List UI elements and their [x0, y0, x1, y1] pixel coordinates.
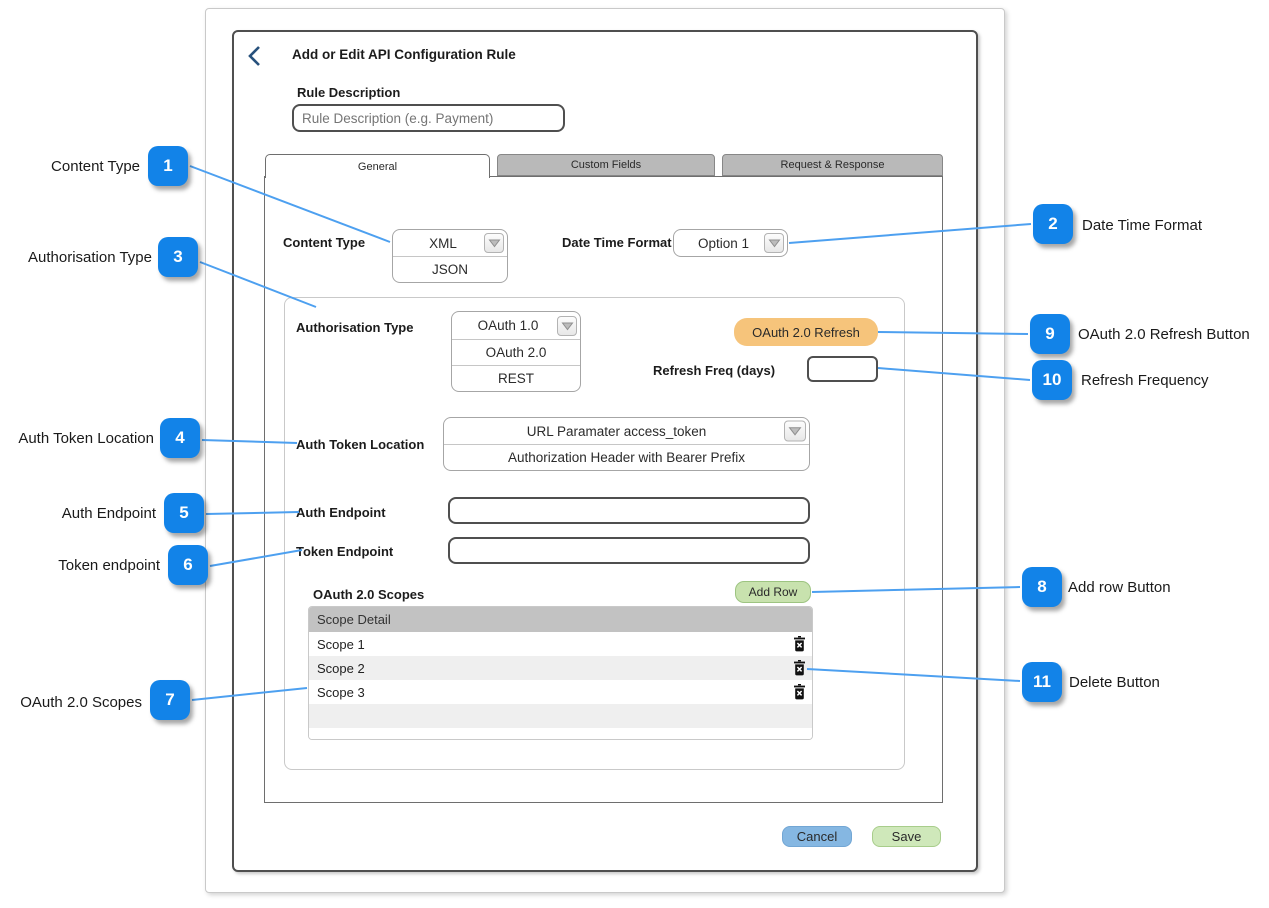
- callout-label-9: OAuth 2.0 Refresh Button: [1078, 326, 1250, 343]
- scope-row-empty-1: [309, 704, 812, 728]
- callout-label-2: Date Time Format: [1082, 217, 1203, 234]
- dialog-title: Add or Edit API Configuration Rule: [292, 47, 516, 62]
- scopes-table-header: Scope Detail: [309, 607, 812, 632]
- callout-badge-9: 9: [1030, 314, 1070, 354]
- callout-label-4: Auth Token Location: [18, 430, 154, 447]
- authorisation-type-dropdown-arrow-icon[interactable]: [557, 315, 577, 336]
- authorisation-type-value: OAuth 1.0: [477, 318, 539, 333]
- oauth-scopes-title: OAuth 2.0 Scopes: [313, 587, 425, 602]
- authorisation-group-box: [284, 297, 905, 770]
- authorisation-type-dropdown: OAuth 1.0 OAuth 2.0 REST: [451, 311, 581, 392]
- delete-row-3-button[interactable]: [793, 684, 806, 700]
- callout-label-10: Refresh Frequency: [1081, 372, 1209, 389]
- date-time-format-dropdown-arrow-icon[interactable]: [764, 233, 784, 253]
- token-endpoint-label: Token Endpoint: [296, 544, 394, 559]
- callout-badge-6: 6: [168, 545, 208, 585]
- date-time-format-value: Option 1: [697, 235, 750, 251]
- auth-endpoint-label: Auth Endpoint: [296, 505, 386, 520]
- auth-token-location-dropdown-arrow-icon[interactable]: [784, 420, 806, 442]
- callout-badge-8: 8: [1022, 567, 1062, 607]
- add-row-button[interactable]: Add Row: [735, 581, 811, 603]
- callout-badge-1: 1: [148, 146, 188, 186]
- callout-badge-5: 5: [164, 493, 204, 533]
- token-endpoint-input[interactable]: [448, 537, 810, 564]
- refresh-freq-label: Refresh Freq (days): [653, 363, 776, 378]
- back-button[interactable]: [246, 45, 264, 67]
- date-time-format-selected[interactable]: Option 1: [674, 230, 787, 256]
- cancel-button[interactable]: Cancel: [782, 826, 852, 847]
- scope-row-3-text: Scope 3: [317, 684, 365, 700]
- date-time-format-dropdown: Option 1: [673, 229, 788, 257]
- rule-description-input[interactable]: [292, 104, 565, 132]
- callout-label-7: OAuth 2.0 Scopes: [20, 694, 142, 711]
- refresh-freq-input[interactable]: [807, 356, 878, 382]
- content-type-label: Content Type: [283, 235, 366, 250]
- authorisation-type-option-rest[interactable]: REST: [452, 365, 580, 391]
- auth-token-location-option-bearer[interactable]: Authorization Header with Bearer Prefix: [444, 444, 809, 470]
- callout-badge-10: 10: [1032, 360, 1072, 400]
- scope-row-1-text: Scope 1: [317, 636, 365, 652]
- callout-badge-11: 11: [1022, 662, 1062, 702]
- tab-custom-fields[interactable]: Custom Fields: [497, 154, 715, 176]
- auth-endpoint-input[interactable]: [448, 497, 810, 524]
- delete-row-2-button[interactable]: [793, 660, 806, 676]
- auth-token-location-selected[interactable]: URL Paramater access_token: [444, 418, 809, 444]
- callout-label-11: Delete Button: [1069, 674, 1160, 691]
- oauth-refresh-button[interactable]: OAuth 2.0 Refresh: [734, 318, 878, 346]
- content-type-option-json[interactable]: JSON: [393, 256, 507, 282]
- callout-badge-4: 4: [160, 418, 200, 458]
- scope-row-3: Scope 3: [309, 680, 812, 704]
- callout-badge-2: 2: [1033, 204, 1073, 244]
- content-type-dropdown-arrow-icon[interactable]: [484, 233, 504, 253]
- save-button[interactable]: Save: [872, 826, 941, 847]
- tab-general[interactable]: General: [265, 154, 490, 178]
- callout-badge-3: 3: [158, 237, 198, 277]
- scope-row-empty-2: [309, 728, 812, 739]
- chevron-left-icon: [246, 45, 264, 67]
- scope-row-2-text: Scope 2: [317, 660, 365, 676]
- scope-row-2: Scope 2: [309, 656, 812, 680]
- auth-token-location-value: URL Paramater access_token: [526, 423, 707, 439]
- scopes-table: Scope Detail Scope 1 Scope 2 Scope 3: [308, 606, 813, 740]
- authorisation-type-label: Authorisation Type: [296, 320, 414, 335]
- content-type-selected[interactable]: XML: [393, 230, 507, 256]
- scope-row-1: Scope 1: [309, 632, 812, 656]
- content-type-value: XML: [429, 235, 457, 251]
- authorisation-type-option-oauth2[interactable]: OAuth 2.0: [452, 339, 580, 365]
- rule-description-label: Rule Description: [297, 85, 401, 100]
- callout-label-5: Auth Endpoint: [61, 505, 156, 522]
- callout-label-8: Add row Button: [1068, 579, 1171, 596]
- auth-token-location-label: Auth Token Location: [296, 437, 425, 452]
- callout-label-6: Token endpoint: [58, 557, 160, 574]
- auth-token-location-dropdown: URL Paramater access_token Authorization…: [443, 417, 810, 471]
- tab-request-response[interactable]: Request & Response: [722, 154, 943, 176]
- authorisation-type-selected[interactable]: OAuth 1.0: [452, 312, 580, 339]
- callout-label-3: Authorisation Type: [28, 249, 152, 266]
- delete-row-1-button[interactable]: [793, 636, 806, 652]
- content-type-dropdown: XML JSON: [392, 229, 508, 283]
- callout-badge-7: 7: [150, 680, 190, 720]
- date-time-format-label: Date Time Format: [562, 235, 672, 250]
- callout-label-1: Content Type: [51, 158, 140, 175]
